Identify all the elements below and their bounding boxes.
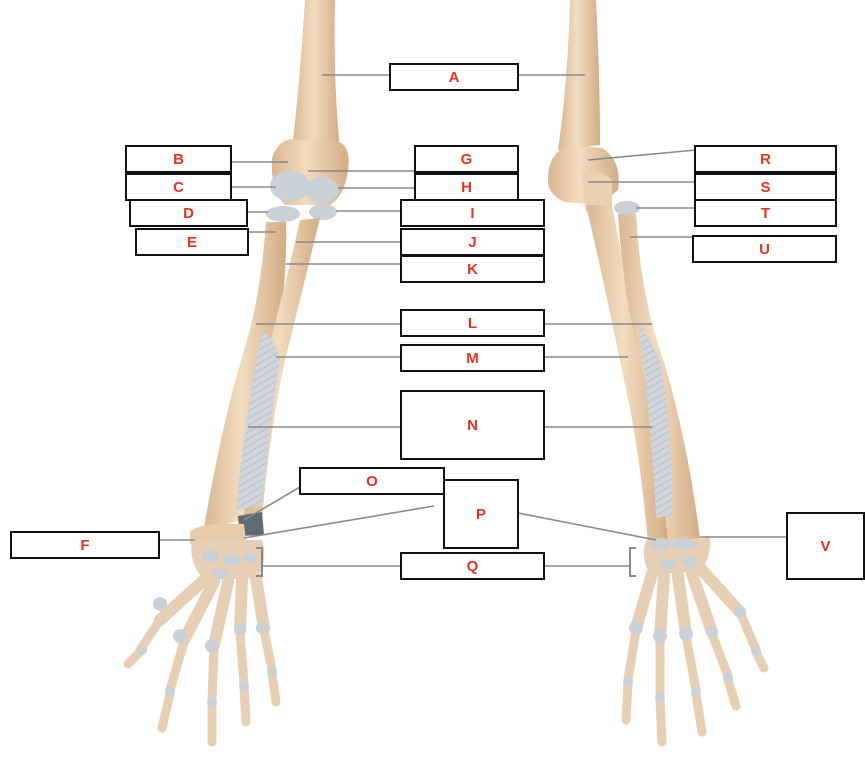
label-box-o[interactable]: O <box>299 467 445 495</box>
label-r-text: R <box>760 151 771 168</box>
left-arm-anterior <box>128 0 349 742</box>
right-phalanges <box>626 612 764 742</box>
label-a-text: A <box>449 69 460 86</box>
label-box-d[interactable]: D <box>129 199 248 227</box>
label-box-m[interactable]: M <box>400 344 545 372</box>
label-box-l[interactable]: L <box>400 309 545 337</box>
label-k-text: K <box>467 261 478 278</box>
label-d-text: D <box>183 205 194 222</box>
label-n-text: N <box>467 417 478 434</box>
label-box-b[interactable]: B <box>125 145 232 173</box>
label-box-j[interactable]: J <box>400 228 545 256</box>
label-i-text: I <box>470 205 474 222</box>
label-j-text: J <box>468 234 476 251</box>
right-metacarpals <box>636 570 740 636</box>
label-box-e[interactable]: E <box>135 228 249 256</box>
label-box-k[interactable]: K <box>400 255 545 283</box>
label-box-u[interactable]: U <box>692 235 837 263</box>
label-box-n[interactable]: N <box>400 390 545 460</box>
label-u-text: U <box>759 241 770 258</box>
left-capitulum <box>305 177 339 203</box>
left-trochlea <box>270 171 310 201</box>
label-f-text: F <box>80 537 89 554</box>
label-v-text: V <box>820 538 830 555</box>
label-m-text: M <box>466 350 479 367</box>
right-arm-posterior <box>548 0 764 742</box>
left-phalanges <box>128 620 276 742</box>
label-c-text: C <box>173 179 184 196</box>
label-q-text: Q <box>467 558 479 575</box>
label-b-text: B <box>173 151 184 168</box>
label-box-a[interactable]: A <box>389 63 519 91</box>
label-t-text: T <box>761 205 770 222</box>
left-radial-head <box>266 206 300 222</box>
label-box-p[interactable]: P <box>443 479 519 549</box>
label-box-i[interactable]: I <box>400 199 545 227</box>
label-h-text: H <box>461 179 472 196</box>
label-o-text: O <box>366 473 378 490</box>
label-box-c[interactable]: C <box>125 173 232 201</box>
label-box-s[interactable]: S <box>694 173 837 201</box>
label-box-r[interactable]: R <box>694 145 837 173</box>
label-l-text: L <box>468 315 477 332</box>
label-box-v[interactable]: V <box>786 512 865 580</box>
label-box-t[interactable]: T <box>694 199 837 227</box>
label-box-q[interactable]: Q <box>400 552 545 580</box>
label-box-f[interactable]: F <box>10 531 160 559</box>
label-g-text: G <box>461 151 473 168</box>
left-coronoid <box>309 204 337 220</box>
label-box-g[interactable]: G <box>414 145 519 173</box>
label-p-text: P <box>476 506 486 523</box>
label-s-text: S <box>760 179 770 196</box>
label-box-h[interactable]: H <box>414 173 519 201</box>
label-e-text: E <box>187 234 197 251</box>
